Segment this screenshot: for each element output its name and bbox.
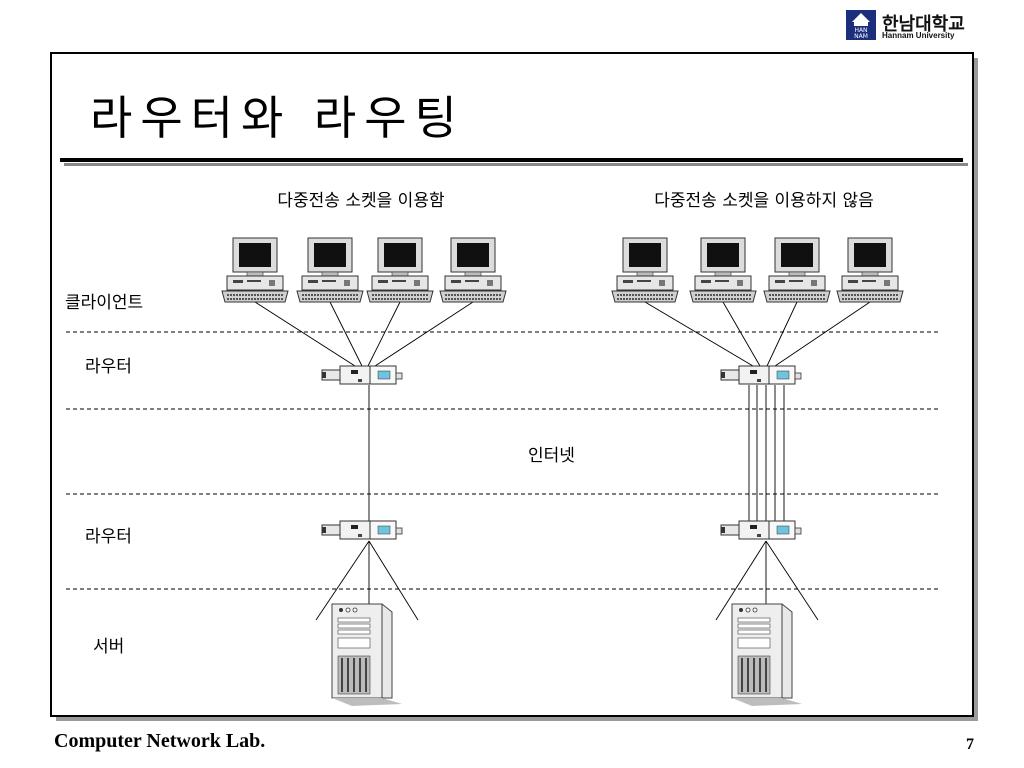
- university-name-english: Hannam University: [882, 31, 955, 40]
- layer-divider-lines: [66, 331, 940, 590]
- link-right-router-fan1: [715, 540, 767, 621]
- row-label-client: 클라이언트: [65, 293, 143, 313]
- right-client-computer-icon: [836, 237, 904, 303]
- link-left-pc2-router: [329, 301, 363, 367]
- left-section-heading: 다중전송 소켓을 이용함: [277, 191, 445, 211]
- left-server-icon: [331, 603, 403, 707]
- svg-text:HAN: HAN: [854, 27, 867, 34]
- link-right-router-fan3: [765, 540, 819, 621]
- link-right-pc2-router: [722, 301, 761, 367]
- row-label-server: 서버: [93, 637, 124, 657]
- right-client-computer-icon: [689, 237, 757, 303]
- link-left-pc3-router: [367, 301, 401, 367]
- left-top-router-icon: [321, 365, 403, 385]
- left-bottom-router-icon: [321, 520, 403, 540]
- university-name-korean: 한남대학교: [882, 14, 965, 35]
- row-label-router-bottom: 라우터: [85, 527, 132, 547]
- right-client-computer-icon: [611, 237, 679, 303]
- left-network-links: [254, 301, 474, 621]
- slide-title: 라우터와 라우팅: [90, 91, 465, 145]
- row-label-internet: 인터넷: [528, 446, 575, 466]
- university-emblem-icon: HAN NAM: [846, 10, 876, 40]
- right-bottom-router-icon: [720, 520, 802, 540]
- left-client-computer-icon: [221, 237, 289, 303]
- left-client-computer-icon: [296, 237, 364, 303]
- link-left-pc1-router: [254, 301, 356, 367]
- svg-text:NAM: NAM: [854, 33, 868, 40]
- link-left-router-fan1: [315, 540, 370, 621]
- link-left-pc4-router: [374, 301, 474, 367]
- left-client-computer-icon: [439, 237, 507, 303]
- university-logo: HAN NAM 한남대학교 Hannam University: [846, 10, 986, 42]
- right-client-computer-icon: [763, 237, 831, 303]
- right-top-router-icon: [720, 365, 802, 385]
- right-section-heading: 다중전송 소켓을 이용하지 않음: [654, 191, 874, 211]
- slide-frame: [50, 52, 974, 717]
- page-number: 7: [966, 736, 974, 753]
- title-rule: [60, 158, 963, 162]
- right-network-links: [644, 301, 871, 621]
- link-right-pc1-router: [644, 301, 754, 367]
- link-right-pc3-router: [766, 301, 798, 367]
- footer-lab-name: Computer Network Lab.: [54, 730, 266, 752]
- right-server-icon: [731, 603, 803, 707]
- row-label-router-top: 라우터: [85, 357, 132, 377]
- link-left-router-fan3: [368, 540, 419, 621]
- left-client-computer-icon: [366, 237, 434, 303]
- title-rule-shadow: [64, 163, 968, 166]
- link-right-pc4-router: [774, 301, 871, 367]
